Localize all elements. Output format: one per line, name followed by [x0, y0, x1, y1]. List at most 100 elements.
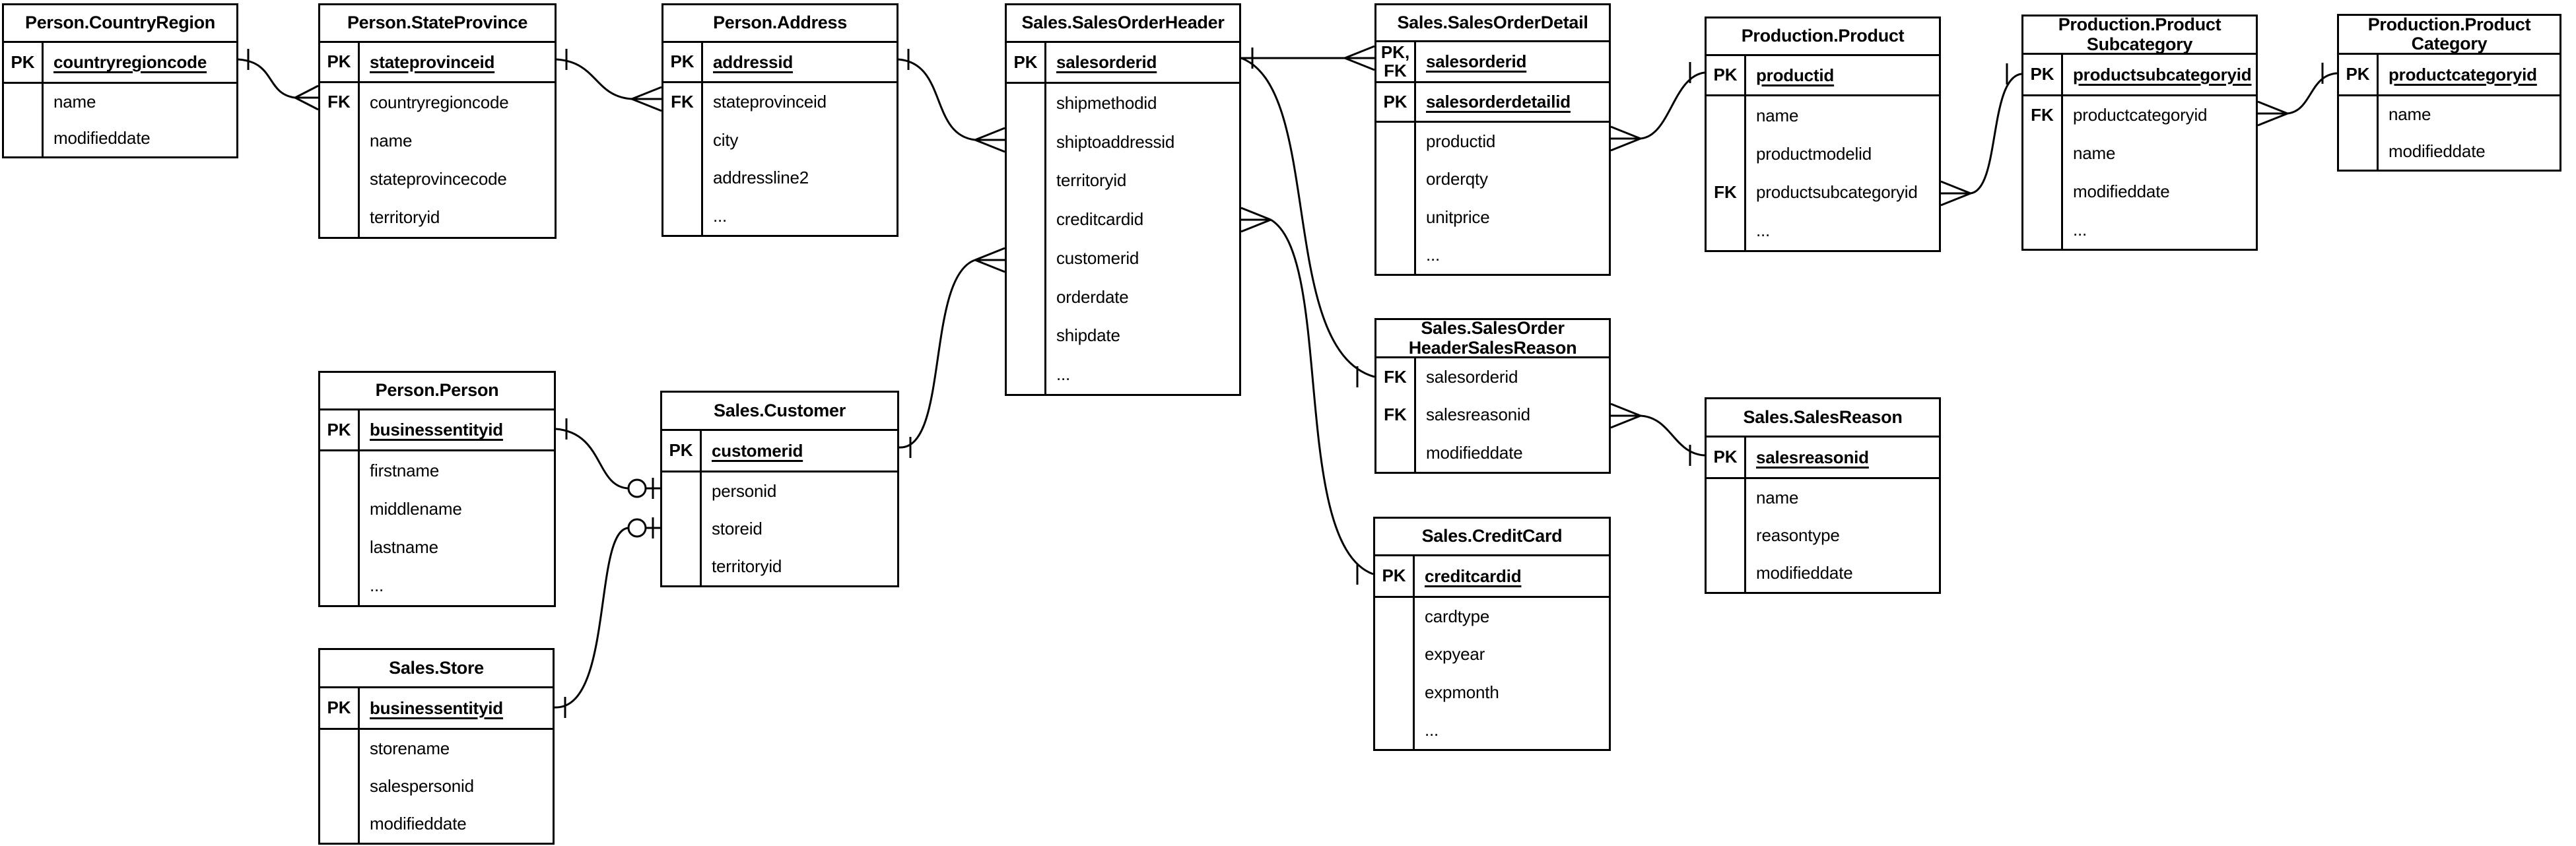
column-name: unitprice: [1426, 207, 1490, 227]
key-badge: [662, 472, 702, 510]
column-name: expyear: [1425, 644, 1485, 665]
column-name: ...: [1426, 244, 1441, 265]
column-name: ...: [370, 575, 384, 596]
column-name: expmonth: [1425, 682, 1499, 702]
column-name: productsubcategoryid: [2073, 64, 2252, 84]
key-badge: [4, 120, 44, 156]
column-name: name: [53, 92, 96, 112]
key-badge: [320, 490, 360, 529]
entity-title: Production.Product: [1707, 18, 1939, 56]
key-badge: [1707, 135, 1746, 174]
entity-person-countryregion[interactable]: Person.CountryRegion PK countryregioncod…: [2, 3, 238, 158]
column-name: customerid: [1056, 247, 1139, 268]
key-badge-pk: PK: [320, 43, 360, 81]
entity-sales-store[interactable]: Sales.Store PK businessentityid storenam…: [318, 648, 555, 845]
column-name: businessentityid: [370, 420, 503, 439]
column-name: modifieddate: [1756, 563, 1853, 583]
entity-production-product[interactable]: Production.Product PK productid name pro…: [1705, 16, 1941, 252]
relationship-salesreason-salesorderheadersalesreason: [1610, 403, 1705, 466]
key-badge-pk: PK: [2023, 55, 2063, 94]
key-badge: [1376, 160, 1416, 199]
key-badge: [1007, 122, 1046, 162]
column-name: productmodelid: [1756, 143, 1872, 164]
entity-sales-salesreason[interactable]: Sales.SalesReason PK salesreasonid name …: [1705, 397, 1941, 594]
entity-person-stateprovince[interactable]: Person.StateProvince PK stateprovinceid …: [318, 3, 557, 239]
key-badge: [1007, 239, 1046, 278]
key-badge-pk: PK: [1376, 83, 1416, 121]
column-name: addressline2: [713, 168, 809, 188]
key-badge: [320, 566, 360, 605]
key-badge: [320, 121, 360, 160]
relationship-salesorderheader-salesorderdetail: [1241, 45, 1375, 71]
column-name: shipdate: [1056, 325, 1120, 346]
entity-title: Sales.SalesOrderDetail: [1376, 5, 1609, 42]
column-name: salesorderid: [1426, 51, 1527, 71]
key-badge-pk: PK: [1375, 556, 1415, 596]
key-badge: [1375, 598, 1415, 636]
entity-person-person[interactable]: Person.Person PK businessentityid firstn…: [318, 371, 556, 607]
column-name: shiptoaddressid: [1056, 131, 1175, 152]
key-badge: [2023, 134, 2063, 173]
key-badge: [1007, 200, 1046, 239]
key-badge: [1707, 479, 1746, 517]
column-name: lastname: [370, 537, 438, 558]
key-badge: [1376, 198, 1416, 236]
column-name: firstname: [370, 460, 440, 480]
key-badge-pk-fk: PK, FK: [1376, 42, 1416, 81]
column-name: creditcardid: [1425, 566, 1522, 586]
entity-sales-salesorderheader[interactable]: Sales.SalesOrderHeader PK salesorderid s…: [1005, 3, 1241, 396]
column-name: modifieddate: [2389, 141, 2486, 161]
entity-sales-salesorderdetail[interactable]: Sales.SalesOrderDetail PK, FK salesorder…: [1374, 3, 1611, 276]
key-badge-pk: PK: [1707, 56, 1746, 94]
column-name: territoryid: [712, 556, 782, 576]
key-badge: [663, 121, 703, 159]
key-badge: [662, 548, 702, 585]
key-badge: [1007, 355, 1046, 394]
key-badge: [1707, 96, 1746, 135]
column-name: stateprovinceid: [370, 51, 495, 72]
key-badge: [1376, 434, 1416, 472]
key-badge: [2023, 211, 2063, 249]
key-badge: [320, 160, 360, 199]
relationship-productcategory-productsubcategory: [2257, 63, 2338, 127]
column-name: cardtype: [1425, 606, 1490, 627]
entity-production-productsubcategory[interactable]: Production.Product Subcategory PK produc…: [2021, 15, 2258, 251]
column-name: stateprovinceid: [713, 92, 827, 112]
column-name: salesorderid: [1056, 52, 1157, 72]
column-name: modifieddate: [2073, 181, 2170, 201]
key-badge-fk: FK: [2023, 96, 2063, 135]
column-name: name: [370, 130, 413, 150]
key-badge-pk: PK: [320, 688, 360, 728]
relationship-person-customer: [555, 418, 660, 499]
column-name: productsubcategoryid: [1756, 182, 1918, 203]
key-badge: [2339, 133, 2379, 170]
key-badge-fk: FK: [1376, 396, 1416, 434]
entity-title: Production.Product Subcategory: [2023, 15, 2256, 55]
entity-production-productcategory[interactable]: Production.Product Category PK productca…: [2337, 14, 2561, 172]
column-name: name: [1756, 488, 1799, 507]
entity-title: Person.CountryRegion: [4, 5, 236, 43]
key-badge-fk: FK: [1707, 173, 1746, 212]
column-name: salesorderdetailid: [1426, 92, 1571, 112]
key-badge: [1376, 236, 1416, 274]
column-name: reasontype: [1756, 525, 1840, 545]
entity-sales-creditcard[interactable]: Sales.CreditCard PK creditcardid cardtyp…: [1373, 517, 1611, 751]
key-badge: [1007, 84, 1046, 123]
key-badge: [1007, 316, 1046, 356]
key-badge: [320, 451, 360, 490]
entity-title: Sales.SalesOrderHeader: [1007, 5, 1239, 43]
entity-sales-salesorderheadersalesreason[interactable]: Sales.SalesOrder HeaderSalesReason FK sa…: [1374, 318, 1611, 474]
entity-person-address[interactable]: Person.Address PK addressid FK stateprov…: [661, 3, 898, 237]
key-badge-fk: FK: [663, 83, 703, 121]
key-badge: [320, 767, 360, 805]
entity-sales-customer[interactable]: Sales.Customer PK customerid personid st…: [660, 391, 899, 587]
entity-title: Sales.SalesOrder HeaderSalesReason: [1376, 319, 1609, 358]
column-name: ...: [1056, 364, 1071, 385]
column-name: orderqty: [1426, 169, 1488, 189]
relationship-address-salesorderheader: [898, 49, 1005, 153]
key-badge-pk: PK: [2339, 55, 2379, 94]
key-badge: [2023, 172, 2063, 211]
column-name: personid: [712, 481, 777, 501]
column-name: modifieddate: [370, 814, 467, 833]
